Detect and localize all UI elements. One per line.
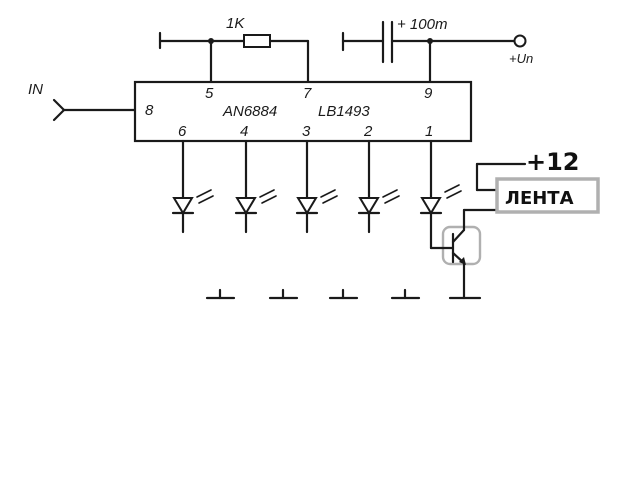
chip-name-left: AN6884	[222, 103, 277, 120]
supply-terminal	[513, 34, 527, 48]
pin-5: 5	[205, 85, 214, 102]
capacitor-100m	[341, 20, 527, 84]
pin-3: 3	[302, 123, 311, 140]
led-strip-label: ЛЕНТА	[505, 188, 574, 209]
power-link	[475, 162, 527, 192]
ground-symbols	[205, 288, 482, 300]
pin-9: 9	[424, 85, 433, 102]
pin-1: 1	[425, 123, 433, 140]
resistor-network	[158, 31, 310, 84]
transistor	[429, 208, 499, 300]
ic-chip	[133, 80, 473, 143]
led-2	[357, 139, 400, 234]
pin-6: 6	[178, 123, 187, 140]
pin-8: 8	[145, 102, 154, 119]
led-strip-box	[495, 177, 600, 214]
led-4	[234, 139, 277, 234]
resistor-1k	[243, 34, 271, 48]
led-1	[419, 139, 462, 250]
input-label: IN	[28, 81, 43, 98]
pin-7: 7	[303, 85, 312, 102]
led-3	[295, 139, 338, 234]
capacitor-label: + 100m	[397, 16, 447, 33]
input-terminal	[52, 98, 137, 122]
chip-name-right: LB1493	[318, 103, 370, 120]
supply-label: +Un	[509, 51, 533, 66]
pin-4: 4	[240, 123, 248, 140]
resistor-label: 1K	[226, 15, 245, 32]
led-6	[171, 139, 214, 234]
pin-2: 2	[363, 123, 373, 140]
power-label: +12	[526, 148, 580, 176]
